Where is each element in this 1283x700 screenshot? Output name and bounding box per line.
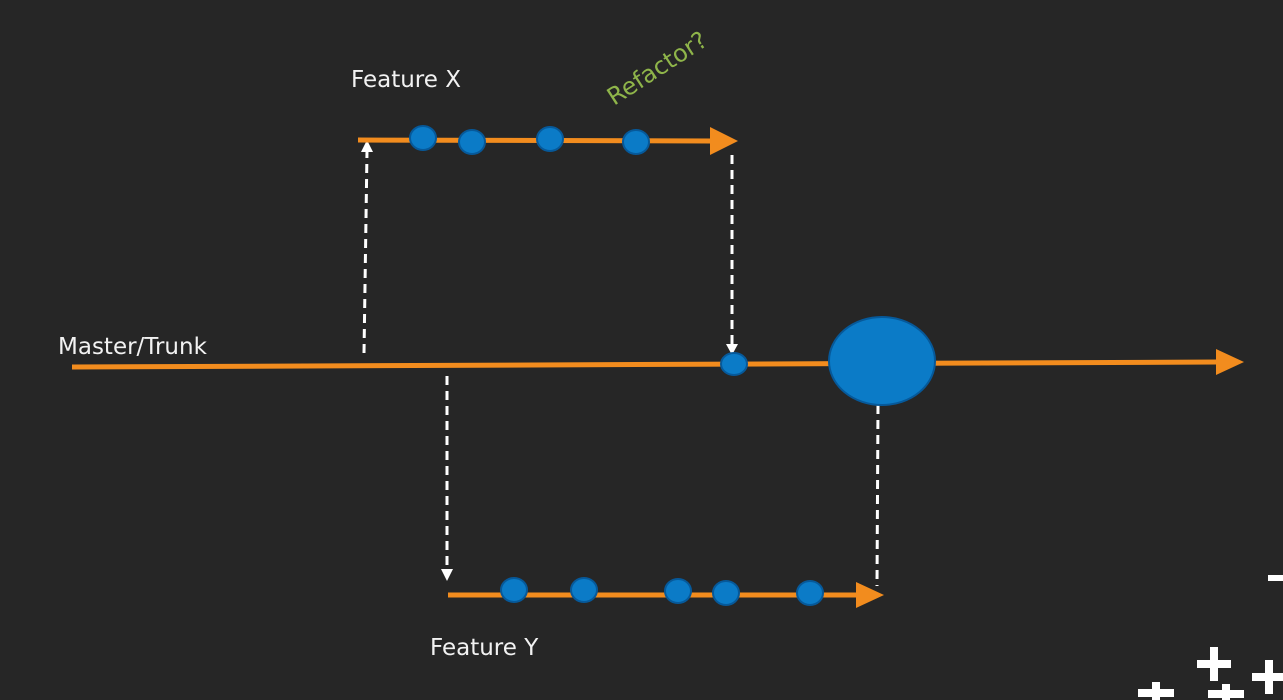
label-master-trunk: Master/Trunk [58,334,208,360]
connector-arrowhead [726,344,738,355]
commit-node [458,129,486,155]
connector-arrowhead [441,569,453,581]
plus-icon [1138,575,1283,700]
merge-commit-node [828,316,936,406]
branch-arrowhead-master [1216,349,1244,375]
commit-node [664,578,692,604]
connectors [361,140,880,587]
branch-arrowhead-feature-y [856,582,884,608]
commit-node [409,125,437,151]
connector-master-to-feature-x [362,150,369,354]
commit-node [500,577,528,603]
branch-master [71,316,1244,406]
commit-node [570,577,598,603]
branch-arrowhead-feature-x [710,127,738,155]
annotation-refactor: Refactor? [602,26,712,111]
label-feature-x: Feature X [351,67,461,93]
commit-node [712,580,740,606]
branch-line-master [71,359,1219,370]
branch-feature-y [448,577,884,608]
connector-arrowhead [361,140,373,152]
commit-node [720,352,748,376]
commit-node [622,129,650,155]
branch-feature-x [357,125,738,155]
label-feature-y: Feature Y [430,635,539,661]
commit-node [796,580,824,606]
connector-feature-y-to-master [875,404,880,587]
commit-node [536,126,564,152]
